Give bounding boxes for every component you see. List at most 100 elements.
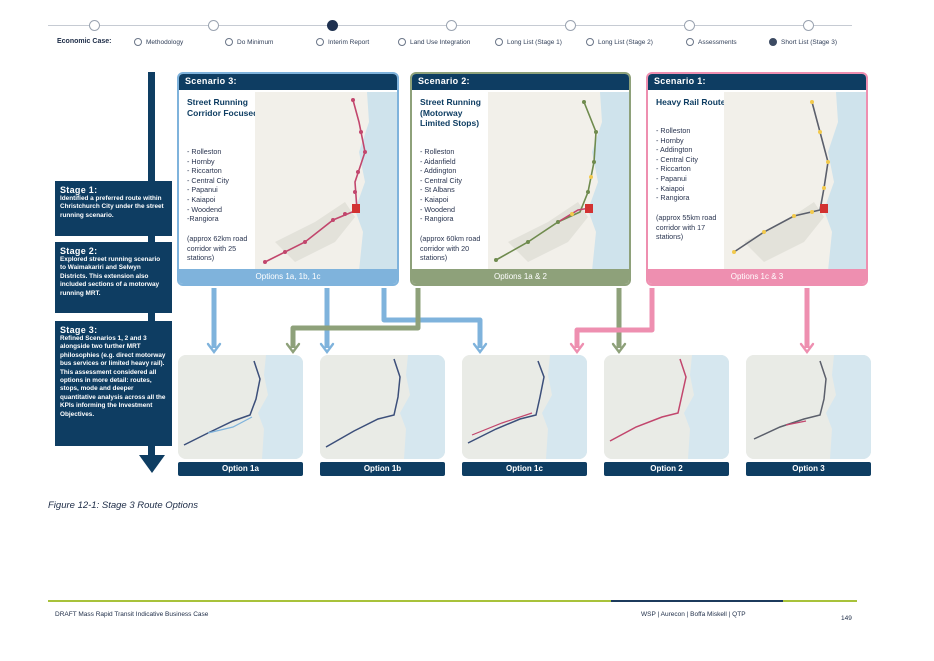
scenario-title: Street Running (Motorway Limited Stops) [420,97,481,128]
scenario-title: Heavy Rail Route [656,97,726,107]
stop-item: - Addington [656,145,693,155]
stop-item: - Kaiapoi [187,194,216,204]
arrow-down-icon [139,455,165,473]
stop-item: - Riccarton [656,164,691,174]
option-1c-map [462,355,587,459]
nav-item-label: Long List (Stage 2) [598,38,653,46]
stop-item: - Hornby [656,135,684,145]
stop-item: - Central City [656,154,698,164]
stop-item: - Central City [420,175,462,185]
radio-selected-icon [769,38,777,46]
radio-icon [134,38,142,46]
card-header: Scenario 1: [648,74,866,90]
figure-caption: Figure 12-1: Stage 3 Route Options [48,500,198,511]
nav-item-land-use-integration[interactable]: Land Use Integration [398,38,470,46]
nav-item-label: Land Use Integration [410,38,471,46]
card-footer: Options 1c & 3 [648,269,866,284]
nav-item-short-list-stage-3[interactable]: Short List (Stage 3) [769,38,837,46]
stop-item: - Rolleston [187,147,222,156]
stage-title: Stage 3: [60,325,98,335]
scenario-3-card: Scenario 3: Street Running Corridor Focu… [177,72,399,286]
option-1a-label: Option 1a [178,462,303,476]
scenario-3-route-map [255,92,397,271]
stop-item: - Riccarton [187,166,222,176]
option-1b-map [320,355,445,459]
radio-icon [495,38,503,46]
radio-icon [316,38,324,46]
radio-icon [225,38,233,46]
nav-item-label: Long List (Stage 1) [507,38,562,46]
stop-item: - St Albans [420,185,455,195]
stage-text: Refined Scenarios 1, 2 and 3 alongside t… [60,335,166,418]
stage-3-box: Stage 3: Refined Scenarios 1, 2 and 3 al… [55,321,172,446]
nav-item-interim-report[interactable]: Interim Report [316,38,369,46]
stop-list: - Rolleston - Hornby - Riccarton - Centr… [187,147,229,224]
nav-item-label: Do Minimum [237,38,274,46]
radio-icon [586,38,594,46]
card-header: Scenario 3: [179,74,397,90]
option-3-label: Option 3 [746,462,871,476]
nav-item-long-list-stage-2[interactable]: Long List (Stage 2) [586,38,653,46]
progress-node [446,20,457,31]
stop-item: - Kaiapoi [420,194,449,204]
scenario-note: (approx 55km road corridor with 17 stati… [656,213,717,242]
stop-item: - Addington [420,166,457,176]
progress-node-current [327,20,338,31]
stage-2-box: Stage 2: Explored street running scenari… [55,242,172,313]
nav-item-label: Interim Report [328,38,370,46]
scenario-title: Street Running Corridor Focused [187,97,259,118]
option-3-map [746,355,871,459]
stop-item: - Rolleston [420,147,455,156]
option-1a-map [178,355,303,459]
progress-node [208,20,219,31]
nav-item-label: Assessments [698,38,737,46]
card-footer: Options 1a & 2 [412,269,629,284]
nav-item-long-list-stage-1[interactable]: Long List (Stage 1) [495,38,562,46]
stop-item: - Woodend [420,204,456,214]
card-header: Scenario 2: [412,74,629,90]
stop-item: - Central City [187,175,229,185]
stop-item: - Rangiora [420,214,454,224]
authors: WSP | Aurecon | Boffa Miskell | QTP [641,611,746,618]
scenario-note: (approx 62km road corridor with 25 stati… [187,234,248,263]
progress-node [803,20,814,31]
stop-item: - Woodend [187,204,223,214]
option-2-map [604,355,729,459]
scenario-2-route-map [488,92,629,271]
stop-list: - Rolleston - Hornby - Addington - Centr… [656,126,698,203]
footer-rule-green [48,600,611,602]
stop-item: - Papanui [656,173,687,183]
footer-rule-green [783,600,857,602]
page-number: 149 [841,615,852,622]
stop-item: - Papanui [187,185,218,195]
stage-1-box: Stage 1: Identified a preferred route wi… [55,181,172,236]
stop-item: - Kaiapoi [656,183,685,193]
card-footer: Options 1a, 1b, 1c [179,269,397,284]
radio-icon [398,38,406,46]
option-1c-label: Option 1c [462,462,587,476]
footer-rule-navy [611,600,783,602]
stop-item: -Rangiora [187,214,219,224]
stage-title: Stage 1: [60,185,98,195]
progress-node [89,20,100,31]
stop-item: - Aidanfield [420,156,456,166]
stop-list: - Rolleston - Aidanfield - Addington - C… [420,147,462,224]
option-2-label: Option 2 [604,462,729,476]
scenario-2-card: Scenario 2: Street Running (Motorway Lim… [410,72,631,286]
scenario-note: (approx 60km road corridor with 20 stati… [420,234,481,263]
stage-title: Stage 2: [60,246,98,256]
nav-item-methodology[interactable]: Methodology [134,38,183,46]
economic-case-label: Economic Case: [57,38,112,45]
nav-item-do-minimum[interactable]: Do Minimum [225,38,273,46]
stage-text: Identified a preferred route within Chri… [60,195,164,219]
option-1b-label: Option 1b [320,462,445,476]
document-title: DRAFT Mass Rapid Transit Indicative Busi… [55,611,209,618]
radio-icon [686,38,694,46]
scenario-1-card: Scenario 1: Heavy Rail Route - Rolleston… [646,72,868,286]
stage-text: Explored street running scenario to Waim… [60,256,161,297]
nav-item-assessments[interactable]: Assessments [686,38,737,46]
progress-node [565,20,576,31]
nav-item-label: Methodology [146,38,184,46]
stop-item: - Rolleston [656,126,691,135]
